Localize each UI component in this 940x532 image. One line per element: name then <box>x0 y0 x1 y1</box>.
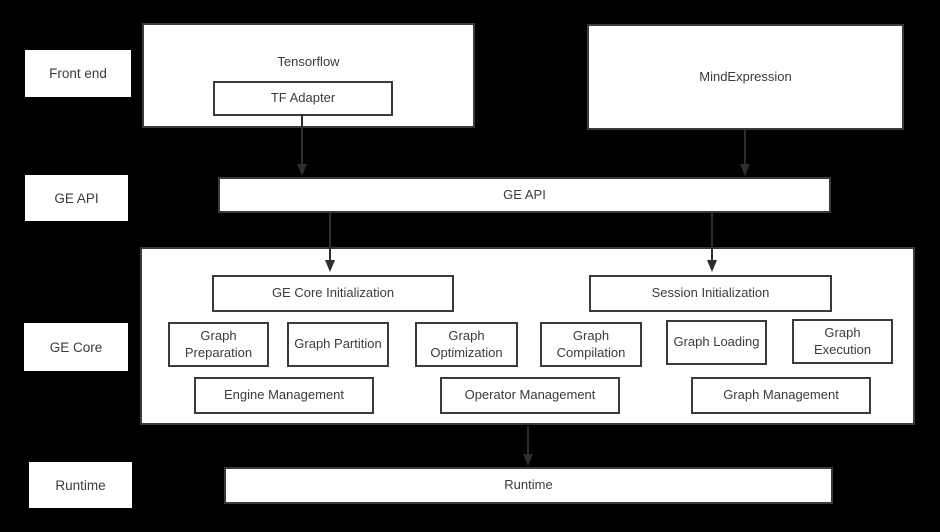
arrow-tf-adapter-to-ge-api <box>296 114 308 176</box>
arrow-head-icon <box>523 454 533 466</box>
arrow-shaft <box>711 213 713 263</box>
tf-adapter-box: TF Adapter <box>213 81 393 116</box>
arrow-head-icon <box>740 164 750 176</box>
arrow-shaft <box>301 114 303 167</box>
arrow-head-icon <box>707 260 717 272</box>
graph-management-box: Graph Management <box>691 377 871 414</box>
arrow-ge-core-to-runtime <box>522 426 534 466</box>
graph-loading-box: Graph Loading <box>666 320 767 365</box>
arrow-ge-api-to-ge-core-init <box>324 213 336 272</box>
tensorflow-box: Tensorflow TF Adapter <box>142 23 475 128</box>
ge-core-initialization-box: GE Core Initialization <box>212 275 454 312</box>
mindexpression-box: MindExpression <box>587 24 904 130</box>
ge-core-box: GE Core Initialization Session Initializ… <box>140 247 915 425</box>
graph-optimization-box: Graph Optimization <box>415 322 518 367</box>
arrow-ge-api-to-session-init <box>706 213 718 272</box>
arrow-shaft <box>527 426 529 457</box>
layer-label-ge-api: GE API <box>25 175 128 221</box>
graph-execution-box: Graph Execution <box>792 319 893 364</box>
ge-api-bar: GE API <box>218 177 831 213</box>
arrow-head-icon <box>297 164 307 176</box>
arrow-shaft <box>329 213 331 263</box>
arrow-mindexpression-to-ge-api <box>739 130 751 176</box>
engine-management-box: Engine Management <box>194 377 374 414</box>
arrow-shaft <box>744 130 746 167</box>
layer-label-ge-core: GE Core <box>24 323 128 371</box>
operator-management-box: Operator Management <box>440 377 620 414</box>
runtime-bar: Runtime <box>224 467 833 504</box>
arrow-head-icon <box>325 260 335 272</box>
layer-label-front-end: Front end <box>25 50 131 97</box>
graph-compilation-box: Graph Compilation <box>540 322 642 367</box>
graph-partition-box: Graph Partition <box>287 322 389 367</box>
session-initialization-box: Session Initialization <box>589 275 832 312</box>
tensorflow-label: Tensorflow <box>277 54 340 69</box>
layer-label-runtime: Runtime <box>29 462 132 508</box>
graph-preparation-box: Graph Preparation <box>168 322 269 367</box>
